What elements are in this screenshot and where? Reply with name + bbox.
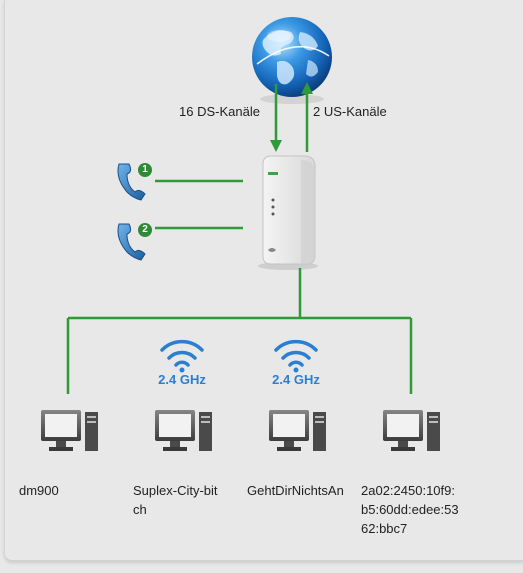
computer-icon — [41, 410, 98, 451]
wifi-icon — [160, 339, 204, 373]
computer-icon — [383, 410, 440, 451]
wifi-band-label: 2.4 GHz — [158, 372, 206, 387]
device-name[interactable]: 2a02:2450:10f9:b5:60dd:edee:5362:bbc7 — [361, 483, 459, 536]
device-name[interactable]: dm900 — [19, 483, 59, 498]
downstream-arrow — [270, 84, 282, 152]
phone-icon — [117, 223, 146, 261]
wifi-band-label: 2.4 GHz — [272, 372, 320, 387]
phone-badge-1 — [138, 163, 152, 177]
device-name[interactable]: GehtDirNichtsAn — [247, 483, 344, 498]
computer-icon — [269, 410, 326, 451]
wifi-icon — [274, 339, 318, 373]
topology-diagram — [41, 17, 440, 451]
network-overview-panel: 16 DS-Kanäle 2 US-Kanäle 1 2 2.4 GHz 2.4… — [4, 0, 523, 561]
phone-icon — [117, 163, 146, 201]
upstream-arrow — [301, 82, 313, 152]
cable-modem-icon — [258, 155, 318, 270]
upstream-channels-label: 2 US-Kanäle — [313, 104, 387, 119]
phone-badge-2 — [138, 223, 152, 237]
phone-badge-number: 2 — [142, 224, 148, 235]
internet-globe-icon — [252, 17, 332, 104]
phone-badge-number: 1 — [142, 164, 148, 175]
downstream-channels-label: 16 DS-Kanäle — [179, 104, 260, 119]
device-name[interactable]: Suplex-City-bitch — [133, 483, 218, 517]
computer-icon — [155, 410, 212, 451]
